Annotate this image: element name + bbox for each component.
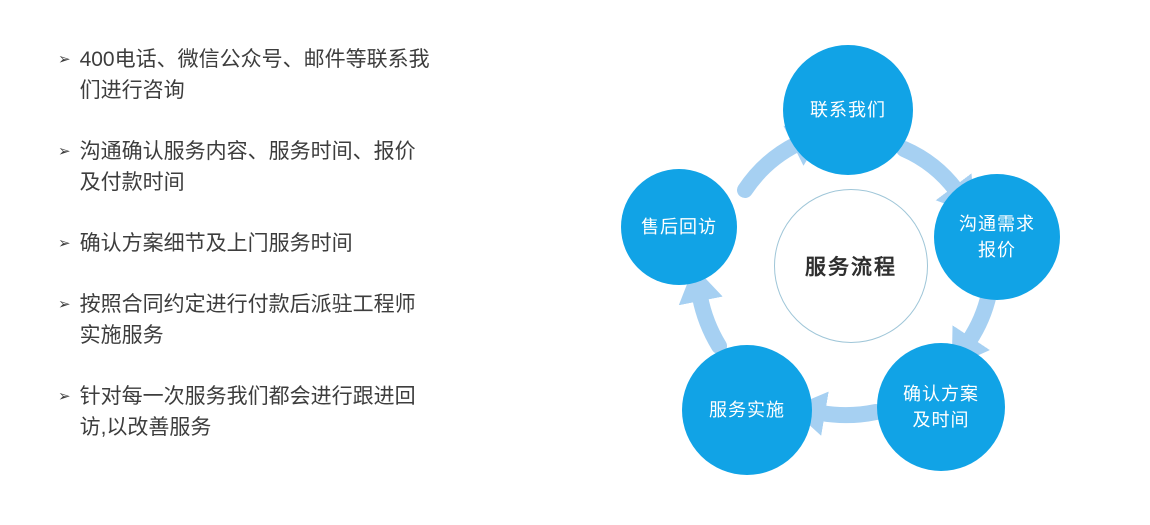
arrow-bullet-icon: ➢: [58, 296, 71, 313]
service-step-item: ➢ 沟通确认服务内容、服务时间、报价及付款时间: [58, 136, 430, 198]
node-quote: 沟通需求 报价: [934, 174, 1060, 300]
service-step-text: 确认方案细节及上门服务时间: [79, 232, 353, 255]
service-steps-list: ➢ 400电话、微信公众号、邮件等联系我们进行咨询 ➢ 沟通确认服务内容、服务时…: [58, 44, 430, 473]
node-label-line: 售后回访: [641, 217, 717, 237]
arrow-quote-to-confirm: [951, 286, 997, 368]
node-label-line: 沟通需求: [959, 214, 1035, 234]
arrow-confirm-to-implement: [790, 391, 884, 436]
node-label-line: 服务实施: [709, 400, 785, 420]
service-step-text: 针对每一次服务我们都会进行跟进回访,以改善服务: [79, 385, 416, 439]
service-step-item: ➢ 400电话、微信公众号、邮件等联系我们进行咨询: [58, 44, 430, 106]
center-label-circle: 服务流程: [774, 189, 928, 343]
arrow-bullet-icon: ➢: [58, 388, 71, 405]
arrow-followup-to-contact: [737, 125, 825, 198]
node-implement: 服务实施: [682, 345, 812, 475]
service-step-item: ➢ 按照合同约定进行付款后派驻工程师实施服务: [58, 289, 430, 351]
service-cycle-diagram: 联系我们 沟通需求 报价 确认方案 及时间 服务实施 售后回访 服务流程: [600, 0, 1150, 525]
arrow-bullet-icon: ➢: [58, 51, 71, 68]
service-step-item: ➢ 确认方案细节及上门服务时间: [58, 228, 430, 259]
arrow-bullet-icon: ➢: [58, 235, 71, 252]
arrow-implement-to-followup: [678, 266, 727, 354]
arrow-contact-to-quote: [896, 141, 975, 215]
service-step-text: 沟通确认服务内容、服务时间、报价及付款时间: [79, 140, 416, 194]
node-label-line: 确认方案: [903, 384, 979, 404]
node-label-line: 联系我们: [810, 100, 886, 120]
node-confirm: 确认方案 及时间: [877, 343, 1005, 471]
node-followup: 售后回访: [621, 169, 737, 285]
arrow-bullet-icon: ➢: [58, 143, 71, 160]
service-step-text: 按照合同约定进行付款后派驻工程师实施服务: [79, 293, 416, 347]
node-contact: 联系我们: [783, 45, 913, 175]
node-label-line: 报价: [978, 240, 1016, 260]
service-step-item: ➢ 针对每一次服务我们都会进行跟进回访,以改善服务: [58, 381, 430, 443]
service-step-text: 400电话、微信公众号、邮件等联系我们进行咨询: [79, 48, 430, 102]
node-label-line: 及时间: [912, 410, 970, 430]
